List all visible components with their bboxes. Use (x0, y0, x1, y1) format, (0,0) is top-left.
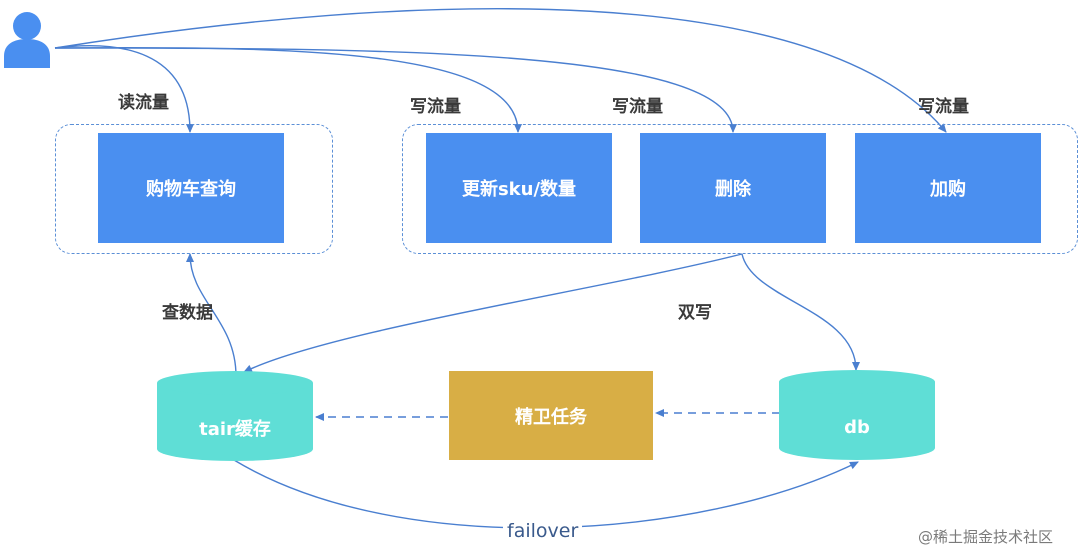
edge-write-delete (54, 47, 737, 133)
edge-write-add (54, 8, 947, 133)
delete-label: 删除 (715, 179, 751, 200)
write-traffic-label-1: 写流量 (410, 97, 461, 117)
cache-cylinder: tair缓存 (157, 371, 313, 461)
cache-label: tair缓存 (199, 419, 271, 440)
double-write-label: 双写 (678, 303, 712, 323)
read-group (55, 124, 333, 254)
watermark: @稀土掘金技术社区 (918, 528, 1054, 546)
edge-double-write-db (741, 253, 860, 371)
update-sku-label: 更新sku/数量 (461, 179, 577, 200)
edge-failover (233, 459, 859, 529)
cart-query-label: 购物车查询 (146, 179, 236, 200)
cart-query-node: 购物车查询 (98, 133, 284, 243)
read-traffic-label: 读流量 (118, 93, 169, 113)
edge-query-data (186, 253, 237, 377)
write-traffic-label-2: 写流量 (612, 97, 663, 117)
sync-task-node: 精卫任务 (449, 371, 653, 460)
db-label: db (844, 416, 870, 438)
edge-read-traffic (54, 45, 194, 133)
failover-label: failover (503, 520, 583, 542)
write-traffic-label-3: 写流量 (918, 97, 969, 117)
cache-cylinder-shape (157, 371, 313, 461)
delete-node: 删除 (640, 133, 826, 243)
update-sku-node: 更新sku/数量 (426, 133, 612, 243)
query-data-label: 查数据 (162, 303, 213, 323)
db-cylinder-shape (779, 370, 935, 460)
user-icon (4, 12, 50, 68)
db-cylinder: db (779, 370, 935, 460)
write-group (402, 124, 1078, 254)
edge-double-write-cache (243, 253, 743, 373)
add-cart-node: 加购 (855, 133, 1041, 243)
add-cart-label: 加购 (930, 179, 966, 200)
sync-task-label: 精卫任务 (515, 406, 587, 428)
